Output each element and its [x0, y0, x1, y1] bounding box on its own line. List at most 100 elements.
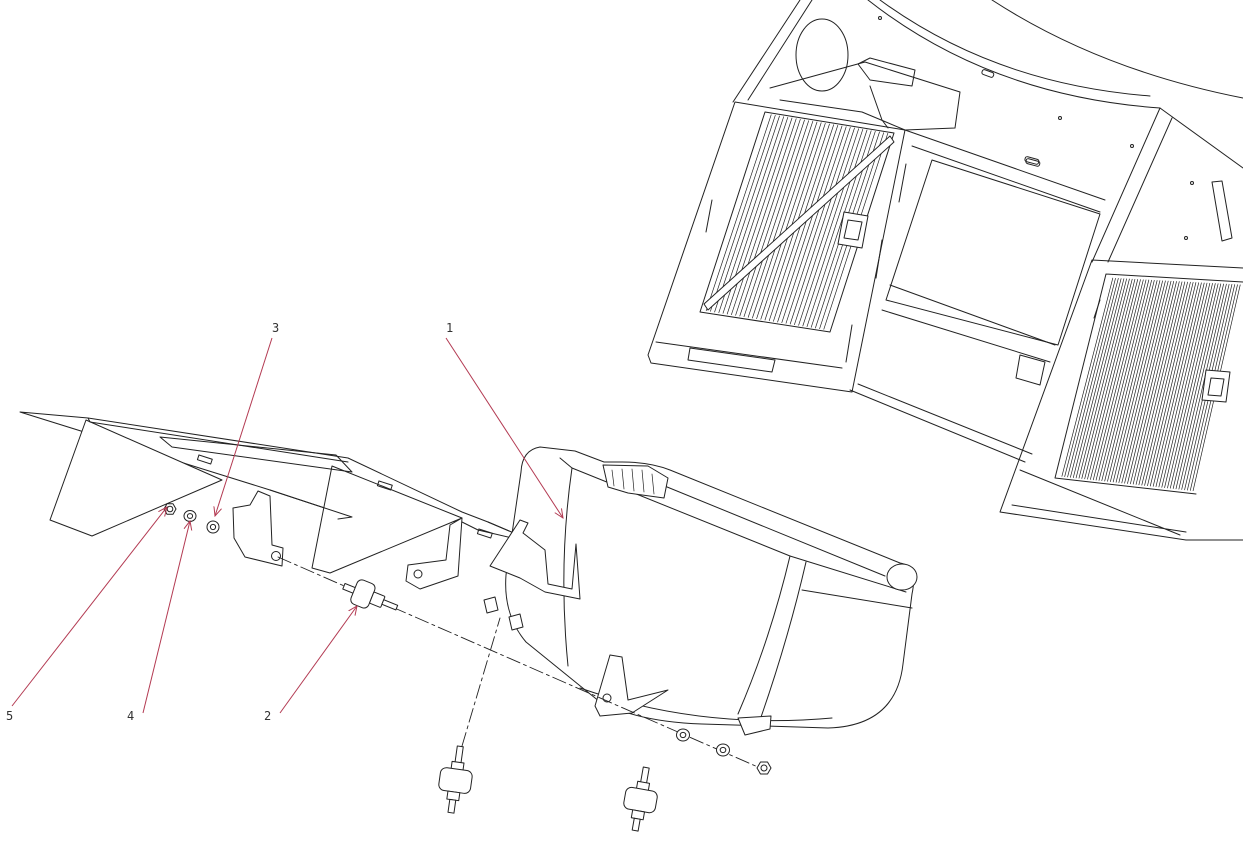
line-art [19, 0, 1243, 832]
grille-slat [1115, 280, 1166, 483]
mount-collar [446, 790, 461, 802]
grille-slat [1112, 280, 1163, 483]
grille-slat [1092, 279, 1144, 481]
grille-slat [1104, 279, 1155, 482]
grille-slat [1155, 282, 1205, 487]
shield-slot [196, 454, 213, 465]
housing-arch-back [991, 0, 1243, 99]
middle-top-rail [904, 129, 1106, 213]
tank-filler-cap [602, 464, 669, 499]
grille-slat [1164, 283, 1213, 488]
tank-assembly [483, 446, 918, 736]
grille-slat [1130, 281, 1180, 485]
grille-slat [718, 116, 785, 314]
housing-arch-front [867, 0, 1161, 109]
leader-line-5 [11, 507, 167, 707]
right-panel-inner-frame [1054, 273, 1243, 495]
grille-slat [1095, 279, 1147, 481]
grille-slat [1124, 281, 1175, 484]
mount-stud [454, 745, 464, 765]
frame-slot [845, 324, 853, 363]
leader-lines [11, 337, 563, 714]
grille-slat [1110, 280, 1161, 482]
tank-front-corner [737, 555, 791, 715]
arch-hole [1130, 144, 1134, 148]
callout-label-1: 1 [446, 321, 453, 335]
right-top-hole [1190, 181, 1194, 185]
mount-body [350, 579, 376, 609]
grille-slat [1169, 283, 1219, 489]
nut-bore [760, 764, 768, 772]
right-top-panel [1091, 107, 1243, 263]
washer-bore [679, 731, 687, 739]
fasteners [163, 503, 772, 775]
grille-slat [1135, 281, 1186, 485]
right-panel-edge [1093, 299, 1101, 319]
left-grille [705, 114, 889, 330]
grille-slat [798, 128, 864, 326]
grille-slat [1087, 279, 1139, 480]
window-latch [1015, 354, 1046, 386]
tank-body [505, 446, 914, 729]
grille-slat [789, 127, 855, 325]
washer [716, 743, 730, 757]
leader-line-3 [215, 337, 273, 516]
grille-slat [731, 118, 797, 316]
housing-port [795, 18, 849, 92]
mount-stud [631, 817, 641, 832]
housing-left-wall [732, 0, 801, 103]
washer [206, 520, 220, 534]
mount-stud [640, 766, 650, 785]
radiator-assembly [647, 0, 1243, 541]
right-grille-latch-inner [1207, 377, 1225, 397]
left-panel-edge-slot [705, 199, 713, 233]
washer-bore [209, 523, 217, 531]
grille-slat [1061, 277, 1114, 477]
tank-foot [737, 715, 772, 736]
mount-body [623, 786, 658, 814]
grille-slat [1138, 281, 1188, 486]
shield-right-bracket [405, 517, 463, 590]
right-grille [1061, 277, 1241, 492]
right-top-slot [1211, 180, 1233, 242]
left-panel-inner-frame [699, 111, 895, 333]
washer-bore [186, 513, 194, 519]
grille-slat [1144, 282, 1194, 486]
housing-bracket [857, 57, 916, 87]
shield-left-bracket-hole [271, 551, 281, 561]
grille-slat [747, 120, 814, 318]
grille-slat [785, 126, 851, 324]
mount-body [438, 767, 473, 794]
middle-window [885, 159, 1101, 346]
grille-slat [726, 117, 793, 315]
callout-label-4: 4 [127, 709, 134, 723]
leader-line-1 [445, 337, 563, 518]
left-panel-bottom-tab [687, 347, 776, 373]
shield-plate-edge [87, 417, 349, 463]
chassis-bottom-edge [849, 383, 1033, 463]
rubber-mount-horizontal [342, 579, 399, 611]
grille-slat [1090, 279, 1141, 480]
grille-slat [773, 124, 839, 322]
housing-left-wall-inner [747, 0, 813, 101]
middle-lower-rail [881, 284, 1056, 363]
left-panel-outline [647, 101, 906, 393]
left-grille-latch-inner [843, 219, 863, 241]
tank-stud [483, 596, 499, 614]
housing-upper-box [769, 61, 961, 131]
left-grille-latch [837, 211, 869, 249]
tank-left-bracket [489, 519, 581, 600]
grille-slat [802, 129, 868, 327]
grille-slat [1158, 282, 1208, 488]
callout-labels: 1 2 3 4 5 [6, 321, 453, 723]
right-panel-bottom-brace [1011, 469, 1187, 536]
grille-slat [781, 126, 847, 324]
shield-right-bracket-hole [413, 569, 423, 579]
rubber-mount-vertical [623, 766, 658, 832]
mount-collar [630, 809, 646, 821]
grille-slat [1178, 283, 1227, 490]
grille-slat [705, 114, 772, 312]
shield-cutout [159, 436, 353, 473]
tank-right-step [801, 589, 913, 609]
